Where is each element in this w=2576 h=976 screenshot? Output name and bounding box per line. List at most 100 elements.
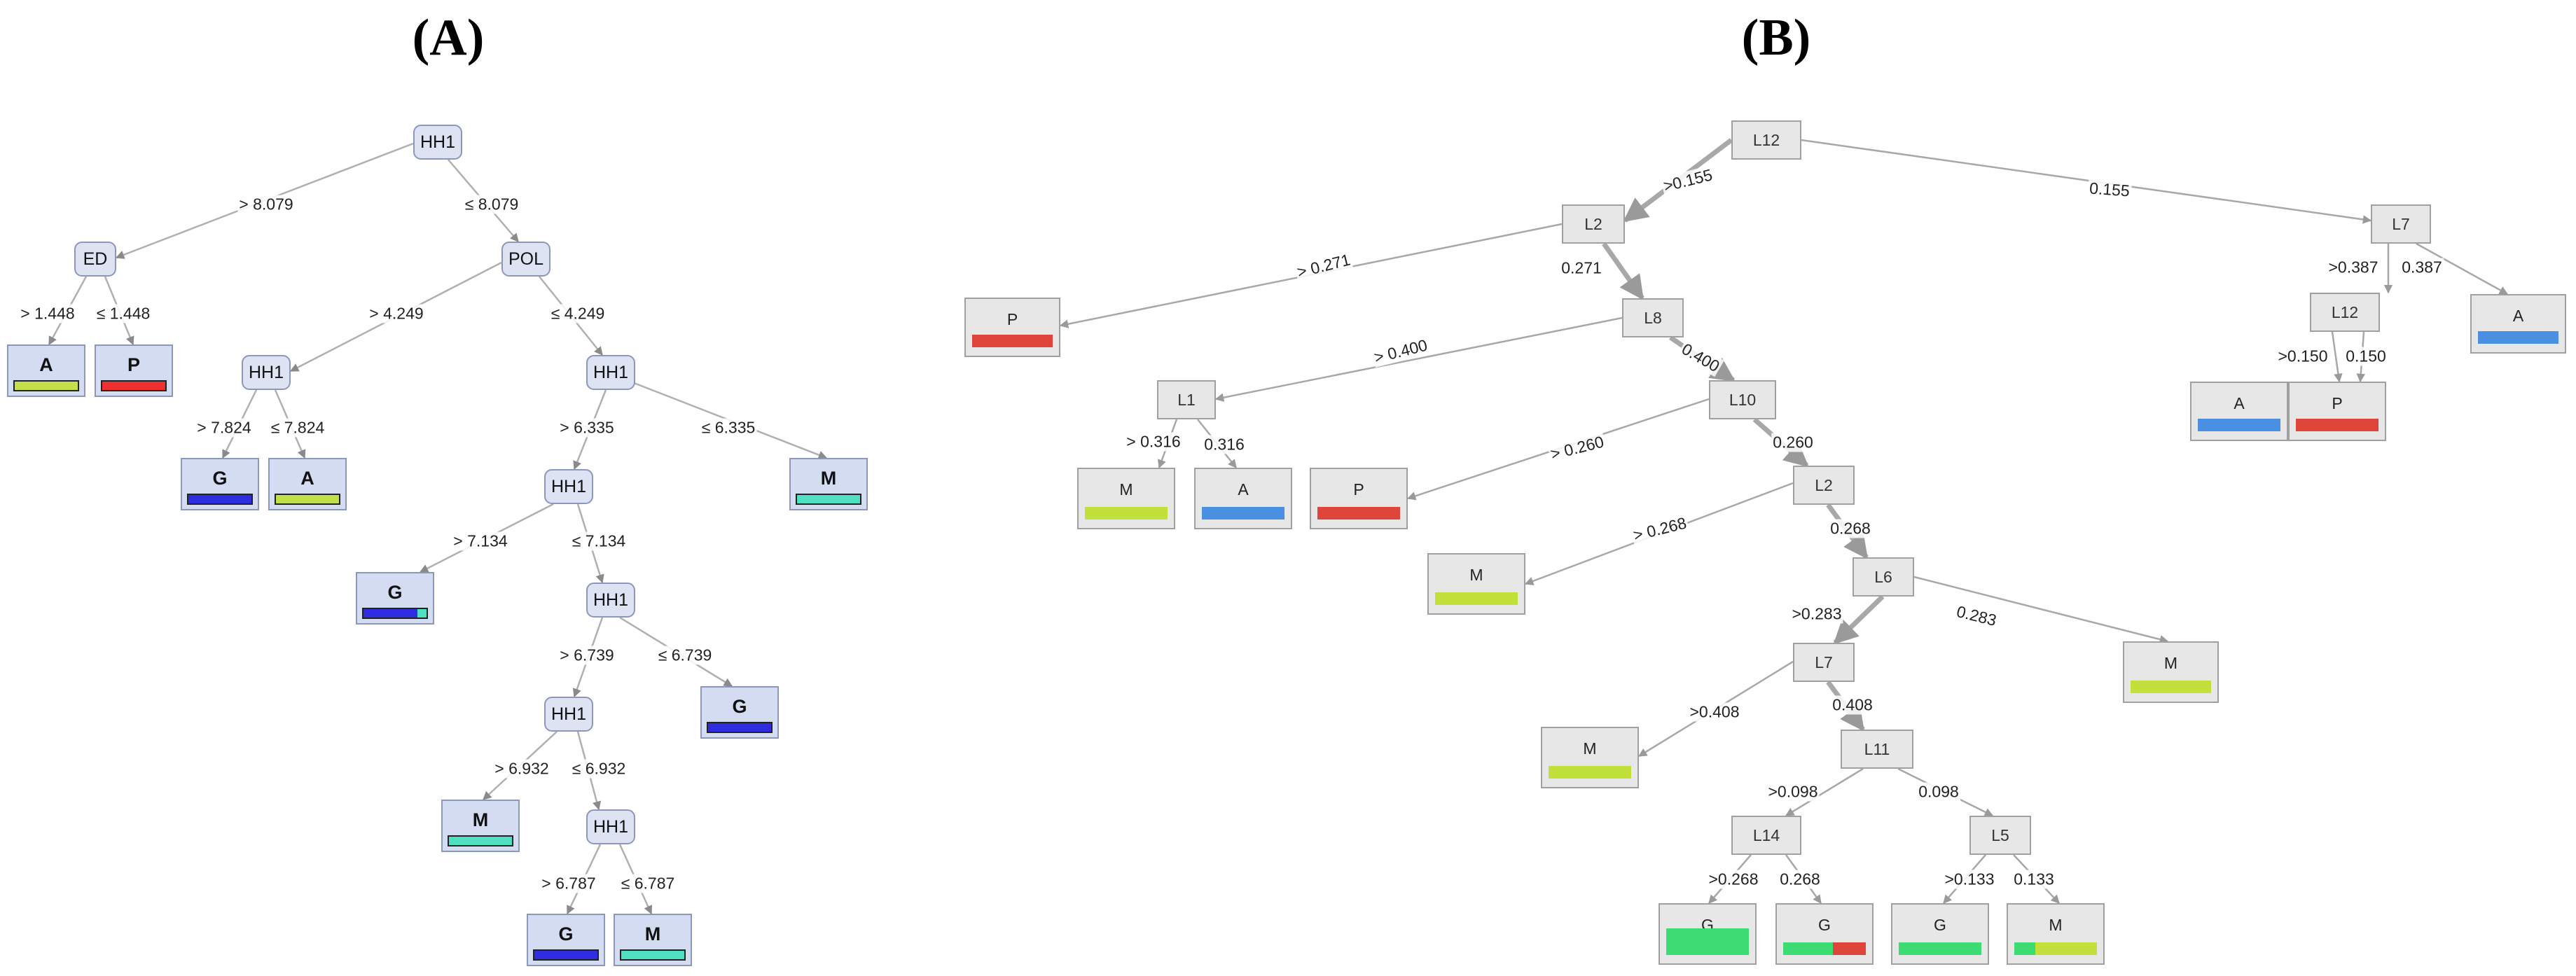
bar-segment xyxy=(2478,331,2558,344)
tree-b-node-l8[interactable]: L8 xyxy=(1622,298,1684,337)
tree-a-node-hh1-l5[interactable]: HH1 xyxy=(544,697,593,732)
tree-a-leaf-m-1[interactable]: M xyxy=(789,458,868,510)
tree-b-leaf-a-1[interactable]: A xyxy=(2190,382,2288,441)
class-distribution-bar xyxy=(972,335,1053,347)
tree-b-leaf-p-3[interactable]: P xyxy=(1310,468,1408,529)
tree-a-node-pol[interactable]: POL xyxy=(501,242,550,277)
panel-a-title: (A) xyxy=(412,9,485,67)
node-label: L7 xyxy=(2392,214,2410,233)
leaf-label: G xyxy=(387,582,403,603)
leaf-label: A xyxy=(2512,307,2524,325)
tree-b-leaf-m-1[interactable]: M xyxy=(1077,468,1175,529)
node-label: HH1 xyxy=(550,704,586,724)
tree-b-node-l11[interactable]: L11 xyxy=(1841,730,1913,769)
tree-b-node-l10[interactable]: L10 xyxy=(1709,380,1776,419)
tree-b-node-l2[interactable]: L2 xyxy=(1562,204,1625,244)
bar-segment xyxy=(417,609,427,618)
node-label: L2 xyxy=(1815,475,1833,494)
tree-b-leaf-m-5[interactable]: M xyxy=(2007,903,2105,965)
tree-a-node-hh1-l4[interactable]: HH1 xyxy=(586,583,635,618)
bar-segment xyxy=(449,837,512,845)
node-label: POL xyxy=(508,249,544,269)
tree-b-leaf-m-2[interactable]: M xyxy=(1427,553,1525,615)
tree-b-leaf-a-2[interactable]: A xyxy=(2470,294,2566,354)
tree-b-leaf-m-4[interactable]: M xyxy=(1541,727,1639,788)
tree-b-leaf-g-2[interactable]: G xyxy=(1775,903,1874,965)
leaf-label: P xyxy=(127,354,140,375)
node-label: L8 xyxy=(1644,308,1662,327)
tree-b-node-l12-right[interactable]: L12 xyxy=(2310,293,2380,332)
class-distribution-bar xyxy=(2478,331,2558,344)
class-distribution-bar xyxy=(1317,507,1400,520)
class-distribution-bar xyxy=(275,494,340,505)
tree-a-leaf-g-3[interactable]: G xyxy=(700,686,779,739)
tree-b-leaf-g-1[interactable]: G xyxy=(1659,903,1757,965)
edge-label: 0.268 xyxy=(1778,870,1822,889)
node-label: L11 xyxy=(1864,739,1890,758)
edge-label: > 6.739 xyxy=(558,646,616,665)
edge-label: >0.133 xyxy=(1943,870,1996,889)
edge-label: ≤ 1.448 xyxy=(95,304,152,323)
node-label: L12 xyxy=(2331,302,2359,321)
tree-b-leaf-p-2[interactable]: P xyxy=(2288,382,2386,441)
tree-a-node-hh1-l3[interactable]: HH1 xyxy=(544,469,593,504)
class-distribution-bar xyxy=(362,608,428,619)
tree-b-node-l5[interactable]: L5 xyxy=(1969,816,2031,855)
leaf-label: G xyxy=(1818,916,1831,934)
tree-b-leaf-p-1[interactable]: P xyxy=(964,298,1060,357)
tree-a-leaf-g-1[interactable]: G xyxy=(181,458,259,510)
edge-label: > 7.824 xyxy=(195,418,253,438)
bar-segment xyxy=(2296,419,2378,431)
node-label: L12 xyxy=(1752,130,1780,149)
edge-label: ≤ 6.787 xyxy=(619,874,677,893)
edge-label: 0.408 xyxy=(1831,695,1874,715)
node-label: L6 xyxy=(1874,567,1892,586)
tree-a-leaf-p-1[interactable]: P xyxy=(95,344,173,397)
tree-a-node-root-hh1[interactable]: HH1 xyxy=(413,125,462,160)
tree-b-node-l1[interactable]: L1 xyxy=(1157,380,1216,419)
edge-label: >0.150 xyxy=(2276,347,2329,366)
edge-label: 0.268 xyxy=(1829,519,1872,538)
class-distribution-bar xyxy=(101,380,167,391)
tree-b-node-l7-right[interactable]: L7 xyxy=(2371,204,2431,244)
class-distribution-bar xyxy=(2131,681,2211,693)
tree-a-leaf-g-2[interactable]: G xyxy=(356,572,434,625)
tree-b-leaf-a-3[interactable]: A xyxy=(1194,468,1292,529)
tree-b-leaf-g-3[interactable]: G xyxy=(1891,903,1989,965)
tree-a-node-hh1-right[interactable]: HH1 xyxy=(586,355,635,390)
tree-a-leaf-a-2[interactable]: A xyxy=(268,458,347,510)
tree-a-leaf-m-3[interactable]: M xyxy=(614,914,692,966)
class-distribution-bar xyxy=(1085,507,1168,520)
tree-a-leaf-g-4[interactable]: G xyxy=(527,914,605,966)
edge-label: > 6.932 xyxy=(493,759,550,779)
tree-a-node-hh1-left[interactable]: HH1 xyxy=(242,355,291,390)
tree-b-node-l2-deep[interactable]: L2 xyxy=(1793,466,1855,505)
edge-label: >0.408 xyxy=(1688,702,1741,722)
tree-b-node-l6[interactable]: L6 xyxy=(1853,557,1914,597)
bar-segment xyxy=(1549,766,1631,779)
tree-a-node-hh1-l6[interactable]: HH1 xyxy=(586,809,635,844)
class-distribution-bar xyxy=(533,949,599,961)
tree-a-node-ed[interactable]: ED xyxy=(74,242,116,277)
tree-b-node-l14[interactable]: L14 xyxy=(1731,816,1801,855)
edge-label: > 8.079 xyxy=(237,195,295,214)
tree-b-node-root-l12[interactable]: L12 xyxy=(1731,120,1801,160)
tree-b-node-l7-deep[interactable]: L7 xyxy=(1793,643,1855,682)
class-distribution-bar xyxy=(1549,766,1631,779)
node-label: HH1 xyxy=(248,362,284,382)
tree-b-leaf-m-3[interactable]: M xyxy=(2123,641,2219,703)
class-distribution-bar xyxy=(2198,419,2280,431)
class-distribution-bar xyxy=(1435,592,1518,605)
tree-a-leaf-m-2[interactable]: M xyxy=(441,800,520,852)
bar-segment xyxy=(363,609,417,618)
leaf-label: G xyxy=(1934,916,1946,934)
edge-label: ≤ 4.249 xyxy=(549,304,607,323)
tree-a-leaf-a-1[interactable]: A xyxy=(7,344,85,397)
tree-edge xyxy=(1913,576,2169,644)
class-distribution-bar xyxy=(1899,942,1981,955)
edge-label: > 1.448 xyxy=(19,304,76,323)
class-distribution-bar xyxy=(187,494,253,505)
edge-label: 0.155 xyxy=(2087,179,2132,201)
leaf-label: G xyxy=(558,923,574,944)
leaf-label: M xyxy=(820,468,837,489)
